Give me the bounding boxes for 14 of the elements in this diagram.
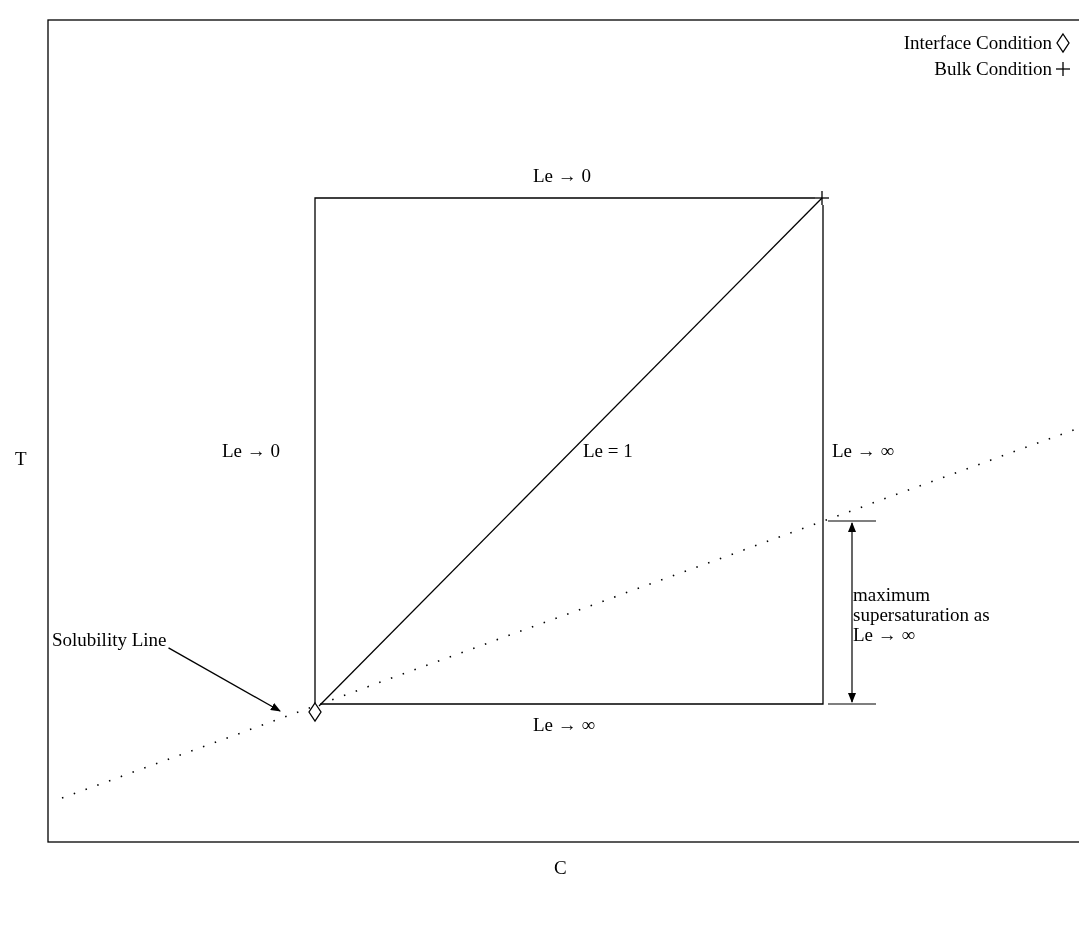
diamond-marker bbox=[308, 701, 322, 723]
axis-label: C bbox=[554, 858, 567, 878]
cross-marker bbox=[814, 190, 830, 206]
annotation: maximum supersaturation as Le → ∞ bbox=[853, 585, 991, 645]
line-label: Le = 1 bbox=[583, 441, 633, 461]
limit-label: Le → 0 bbox=[222, 441, 281, 461]
legend-label: Bulk Condition bbox=[934, 59, 1052, 79]
limit-label: Le → 0 bbox=[533, 166, 592, 186]
line-name: Solubility Line bbox=[52, 630, 167, 650]
limit-label: Le → ∞ bbox=[533, 715, 596, 735]
limit-label: Le → ∞ bbox=[832, 441, 895, 461]
legend-label: Interface Condition bbox=[903, 33, 1052, 53]
leader-line bbox=[167, 647, 281, 712]
axis-label: T bbox=[15, 449, 27, 469]
